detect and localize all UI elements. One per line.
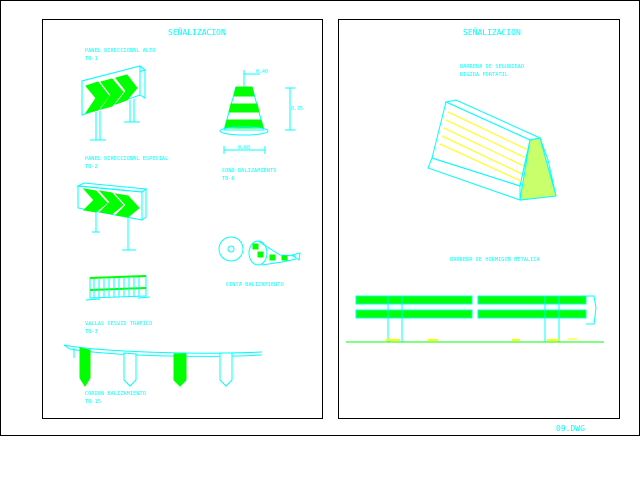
label-barrera-seguridad-sub: RIGIDA PORTATIL — [460, 72, 509, 78]
label-panel-especial-code: TB-2 — [85, 164, 98, 170]
left-sheet-border — [42, 19, 323, 419]
label-barrera-metalica: BARRERA DE HORMIGON METALICA — [450, 257, 540, 263]
cone-drawing — [219, 70, 295, 154]
label-cordon-code: TB-15 — [85, 399, 102, 405]
label-vallas: VALLAS DESVIO TRAFICO — [85, 321, 153, 327]
label-cono: CONO BALIZAMIENTO — [222, 168, 277, 174]
cinta-drawing — [218, 236, 301, 266]
right-sheet-border — [338, 19, 620, 419]
label-cordon: CORDON BALIZAMIENTO — [85, 391, 146, 397]
label-panel-alto-code: TB-1 — [85, 56, 98, 62]
cordon-drawing — [63, 344, 263, 387]
label-cono-code: TB-6 — [222, 176, 235, 182]
label-vallas-code: TB-3 — [85, 329, 98, 335]
panel-alto-drawing — [80, 64, 147, 141]
cone-side-dim: 0.75 — [291, 106, 303, 112]
label-panel-especial: PANEL DIRECCIONAL ESPECIAL — [85, 156, 169, 162]
panel-especial-drawing — [76, 182, 148, 251]
vallas-drawing — [85, 275, 151, 301]
cone-top-dim: 0.40 — [256, 69, 268, 75]
barrera-metalica-drawing — [346, 295, 604, 343]
barrera-seguridad-drawing — [427, 99, 557, 201]
label-cinta: CINTA BALIZAMIENTO — [226, 282, 284, 288]
cone-base-dim: 0.60 — [238, 145, 250, 151]
label-panel-alto: PANEL DIRECCIONAL ALTO — [85, 48, 156, 54]
left-sheet-title: SEÑALIZACION — [168, 28, 226, 37]
label-barrera-seguridad: BARRERA DE SEGURIDAD — [460, 64, 525, 70]
footer-filename: 09.DWG — [556, 424, 585, 433]
right-sheet-title: SEÑALIZACION — [463, 28, 521, 37]
